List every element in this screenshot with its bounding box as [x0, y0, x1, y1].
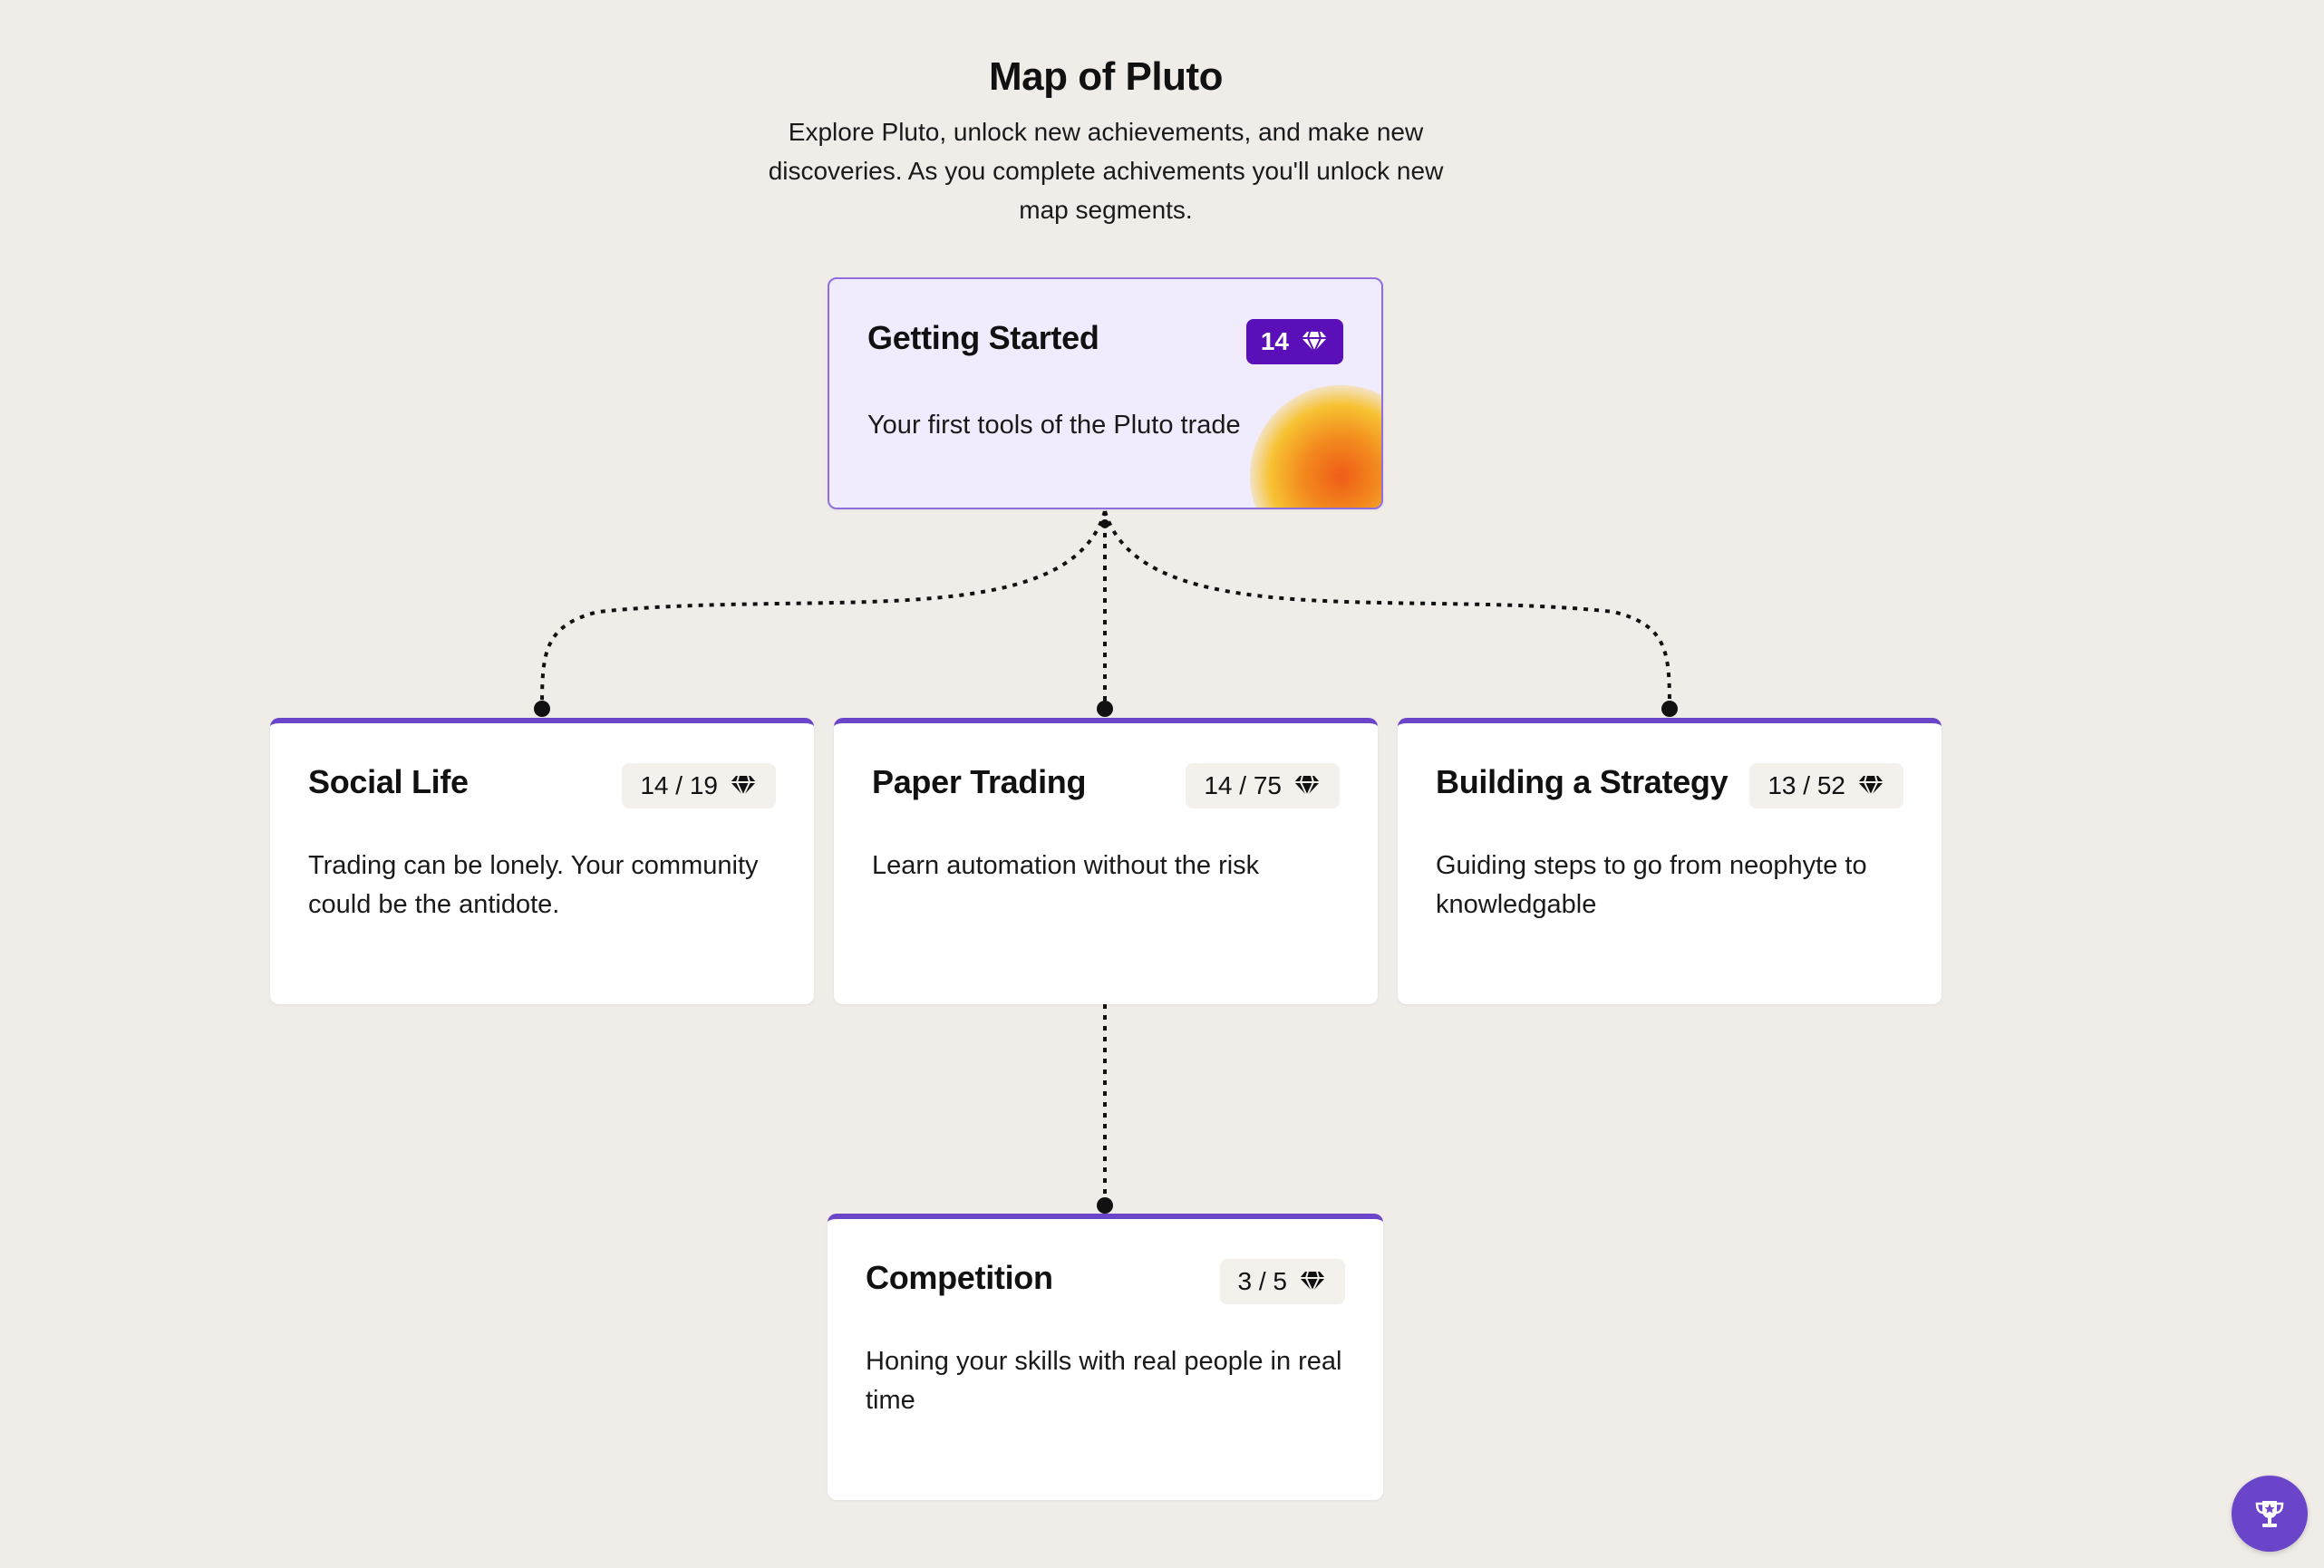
gem-progress-badge: 14 / 19: [622, 763, 776, 808]
paper-trading-card[interactable]: Paper Trading 14 / 75 Learn automation w…: [834, 718, 1378, 1004]
connector-dot-paper-trading: [1097, 701, 1113, 717]
connector-getting-started-social-life: [540, 510, 1107, 710]
card-title: Competition: [866, 1259, 1053, 1296]
connector-dot-social-life: [534, 701, 550, 717]
card-title: Paper Trading: [872, 763, 1087, 800]
trophy-icon: [2255, 1501, 2284, 1527]
gem-icon: [1300, 330, 1329, 353]
card-description: Learn automation without the risk: [872, 851, 1260, 880]
connector-dot-building-strategy: [1661, 701, 1678, 717]
page-title: Map of Pluto: [989, 54, 1223, 99]
connector-getting-started-building-strategy: [1103, 510, 1671, 710]
card-glow-decoration: [1250, 385, 1381, 508]
gem-icon: [1298, 1270, 1327, 1293]
card-description: Trading can be lonely. Your community co…: [308, 851, 759, 919]
gem-progress-badge: 13 / 52: [1749, 763, 1903, 808]
card-title: Social Life: [308, 763, 469, 800]
achievements-button[interactable]: [2232, 1476, 2308, 1552]
gem-progress: 14 / 75: [1204, 771, 1282, 799]
connector-dot-getting-started: [1100, 519, 1109, 528]
gem-icon: [1293, 774, 1322, 798]
connector-dot-competition: [1097, 1197, 1113, 1214]
building-strategy-card[interactable]: Building a Strategy 13 / 52 Guiding step…: [1398, 718, 1942, 1004]
gem-progress-badge: 3 / 5: [1219, 1259, 1345, 1304]
gem-progress: 3 / 5: [1237, 1267, 1287, 1295]
gem-count-badge: 14: [1245, 319, 1343, 364]
card-description: Honing your skills with real people in r…: [866, 1347, 1342, 1415]
card-title: Building a Strategy: [1436, 763, 1728, 800]
gem-progress-badge: 14 / 75: [1186, 763, 1340, 808]
getting-started-card[interactable]: Getting Started 14 Your first tools of t…: [828, 277, 1383, 509]
gem-progress: 13 / 52: [1767, 771, 1845, 799]
gem-progress: 14 / 19: [640, 771, 718, 799]
page-subtitle: Explore Pluto, unlock new achievements, …: [768, 118, 1444, 224]
social-life-card[interactable]: Social Life 14 / 19 Trading can be lonel…: [270, 718, 814, 1004]
page-header: Map of Pluto Explore Pluto, unlock new a…: [0, 54, 2212, 229]
gem-icon: [729, 774, 758, 798]
gem-icon: [1856, 774, 1885, 798]
gem-count: 14: [1260, 327, 1289, 355]
card-title: Getting Started: [867, 319, 1099, 356]
card-description: Guiding steps to go from neophyte to kno…: [1436, 851, 1867, 919]
competition-card[interactable]: Competition 3 / 5 Honing your skills wit…: [828, 1214, 1383, 1500]
card-description: Your first tools of the Pluto trade: [867, 411, 1241, 440]
